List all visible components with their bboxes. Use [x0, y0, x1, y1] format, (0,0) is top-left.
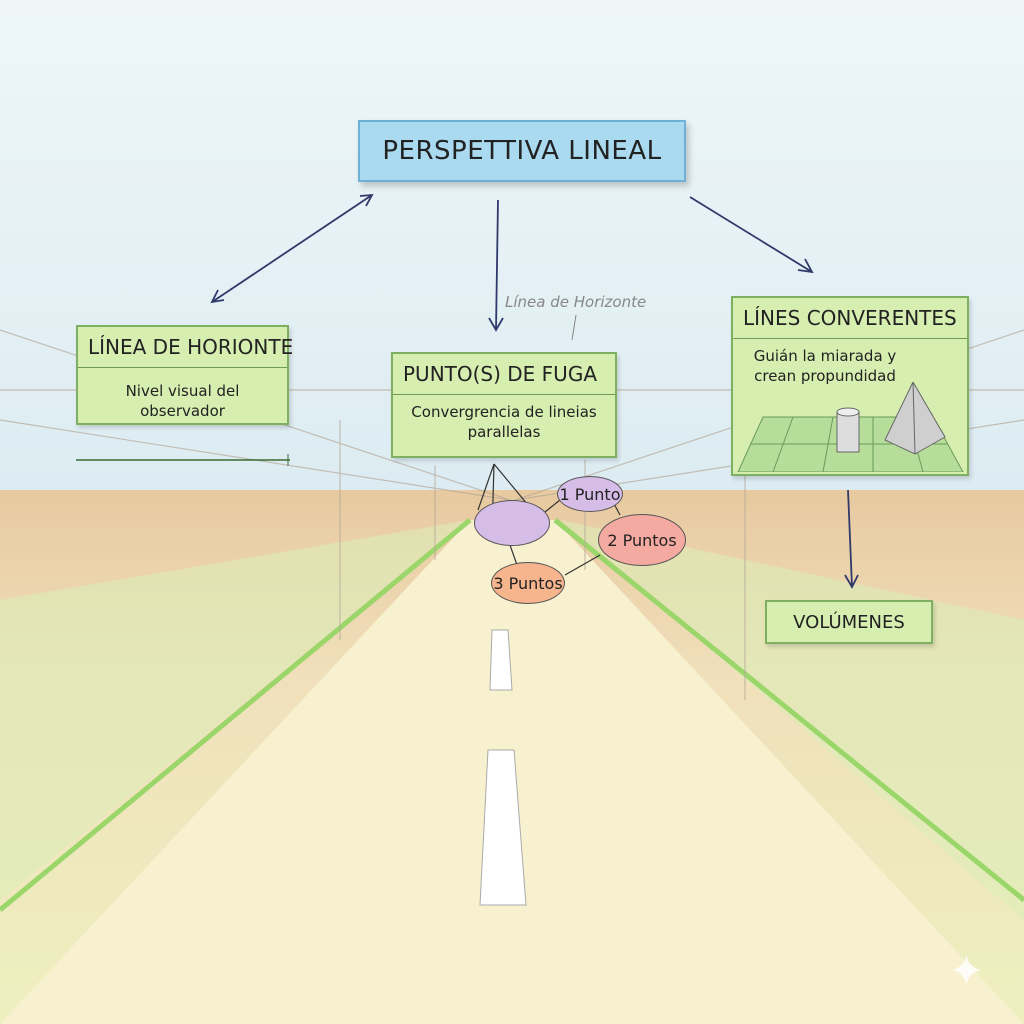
converging-lines-desc: Guián la miarada y crean propundidad — [753, 347, 897, 385]
converging-lines-title: LÍNES CONVERENTES — [733, 298, 967, 339]
volumes-box: VOLÚMENES — [765, 600, 933, 644]
vanishing-point-desc: Convergrencia de lineias parallelas — [411, 403, 597, 441]
horizon-line-desc: Nivel visual del observador — [125, 382, 240, 420]
sparkle-icon: ✦ — [948, 946, 985, 997]
converging-lines-box: LÍNES CONVERENTES Guián la miarada y cre… — [731, 296, 969, 476]
two-points-node: 2 Puntos — [598, 514, 686, 566]
horizon-annotation: Línea de Horizonte — [505, 293, 647, 311]
diagram-title: PERSPETTIVA LINEAL — [358, 120, 686, 182]
horizon-line-box: LÍNEA DE HORIONTE Nivel visual del obser… — [76, 325, 293, 425]
grid-shapes-illustration — [737, 382, 964, 472]
vanishing-diagram-node — [474, 500, 550, 546]
horizon-line-title: LÍNEA DE HORIONTE — [78, 327, 293, 368]
three-points-node: 3 Puntos — [491, 562, 565, 604]
vanishing-point-box: PUNTO(S) DE FUGA Convergrencia de lineia… — [391, 352, 617, 458]
vanishing-point-title: PUNTO(S) DE FUGA — [393, 354, 615, 395]
one-point-node: 1 Punto — [557, 476, 623, 512]
